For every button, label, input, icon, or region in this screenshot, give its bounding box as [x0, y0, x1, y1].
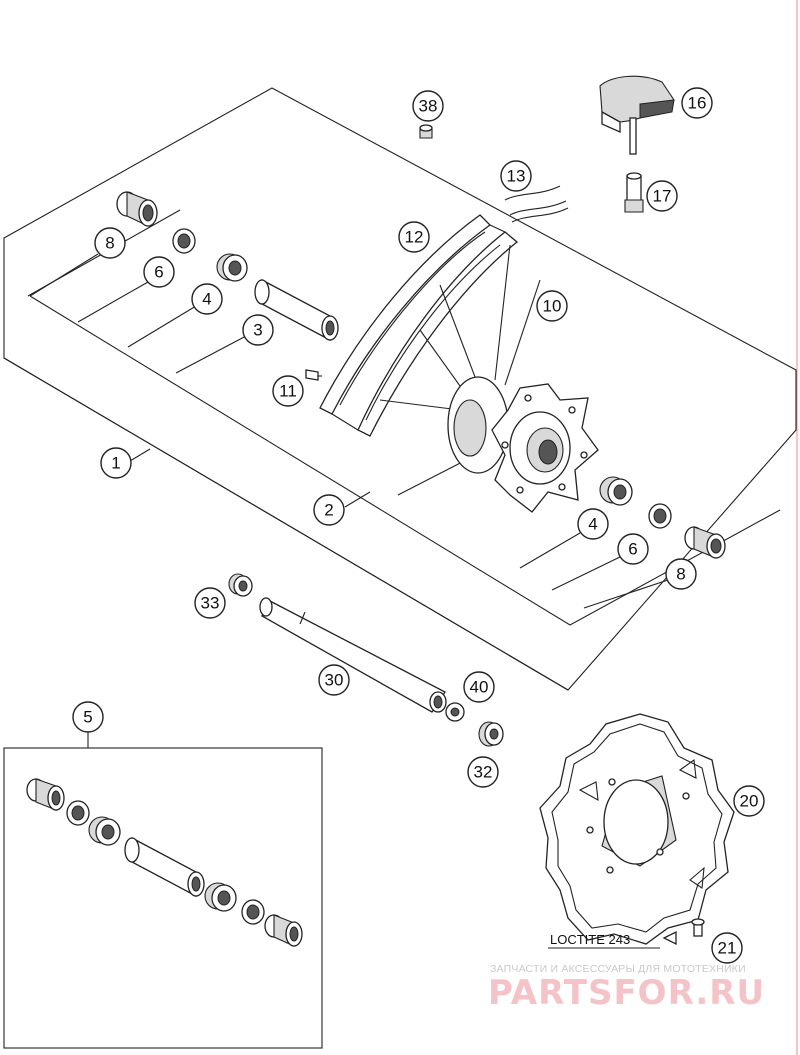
callout-38: 38 [412, 90, 444, 122]
callout-8-right: 8 [665, 558, 697, 590]
callout-4-left: 4 [191, 283, 223, 315]
callout-13: 13 [500, 160, 532, 192]
rim-lock-nut-part [624, 172, 644, 213]
callout-30-label: 30 [325, 671, 344, 690]
callout-13-label: 13 [507, 167, 526, 186]
callout-38-label: 38 [419, 97, 438, 116]
callout-3-label: 3 [253, 321, 262, 340]
callout-20: 20 [733, 785, 765, 817]
axle-nut-part [445, 702, 465, 722]
callout-40-label: 40 [470, 678, 489, 697]
callout-30: 30 [318, 664, 350, 696]
callout-12-label: 12 [405, 228, 424, 247]
valve-cap-part [419, 124, 433, 139]
watermark-tagline: ЗАПЧАСТИ И АКСЕССУАРЫ ДЛЯ МОТОТЕХНИКИ [490, 963, 746, 975]
spoke-nipple-part [305, 369, 322, 381]
spacer-bushing-right-part [684, 526, 726, 559]
wheel-bearing-part [216, 253, 248, 282]
callout-21-label: 21 [718, 939, 737, 958]
callout-16: 16 [681, 87, 713, 119]
spacer-bushing-part [116, 191, 158, 227]
callout-3: 3 [242, 314, 274, 346]
callout-10-label: 10 [543, 297, 562, 316]
callout-8-right-label: 8 [676, 565, 685, 584]
shaft-seal-right-part [648, 503, 672, 529]
callout-6-left: 6 [143, 256, 175, 288]
callout-8-left: 8 [94, 227, 126, 259]
callout-10: 10 [536, 290, 568, 322]
distance-tube-part [254, 278, 339, 342]
callout-32: 32 [467, 756, 499, 788]
kit-tube-part [124, 836, 205, 898]
wheel-spindle-part [259, 597, 447, 713]
callout-6-right: 6 [617, 533, 649, 565]
callout-32-label: 32 [474, 763, 493, 782]
brake-disc-part [539, 713, 735, 945]
callout-11-label: 11 [279, 382, 297, 401]
bearing-kit-box [3, 747, 323, 1049]
callout-33-label: 33 [201, 594, 220, 613]
kit-bearing-part [88, 816, 121, 846]
watermark-brand: PARTSFOR.RU [488, 973, 765, 1013]
kit-seal-2-part [241, 899, 265, 925]
axle-screw-part [478, 721, 504, 747]
callout-5: 5 [72, 701, 104, 733]
callout-20-label: 20 [740, 792, 759, 811]
callout-21: 21 [711, 932, 743, 964]
callout-16-label: 16 [688, 94, 707, 113]
callout-4-left-label: 4 [202, 290, 211, 309]
kit-bushing-part [26, 778, 65, 811]
callout-40: 40 [463, 671, 495, 703]
axle-spacer-part [228, 573, 253, 597]
disc-screw-part [662, 918, 705, 946]
callout-17: 17 [646, 180, 678, 212]
callout-1: 1 [100, 447, 132, 479]
loctite-label: LOCTITE 243 [550, 932, 630, 947]
spokes-part [379, 244, 541, 411]
callout-4-right-label: 4 [588, 515, 597, 534]
callout-4-right: 4 [577, 508, 609, 540]
callout-11: 11 [272, 375, 304, 407]
kit-seal-part [66, 800, 90, 826]
rim-part [319, 214, 519, 437]
callout-1-label: 1 [111, 454, 120, 473]
callout-8-left-label: 8 [105, 234, 114, 253]
shaft-seal-part [172, 228, 196, 254]
frame-line [3, 357, 569, 691]
kit-bushing-2-part [264, 914, 303, 947]
hub-part [447, 376, 599, 513]
callout-2-label: 2 [324, 501, 333, 520]
callout-6-left-label: 6 [154, 263, 163, 282]
rim-tape-part [504, 185, 569, 223]
rim-lock-part [599, 75, 675, 155]
callout-2: 2 [313, 494, 345, 526]
wheel-bearing-right-part [599, 476, 633, 506]
callout-5-label: 5 [83, 708, 92, 727]
callout-12: 12 [398, 221, 430, 253]
wheel-assembly-frame [3, 87, 797, 691]
callout-17-label: 17 [653, 187, 672, 206]
callout-6-right-label: 6 [628, 540, 637, 559]
kit-bearing-2-part [204, 882, 237, 912]
callout-33: 33 [194, 587, 226, 619]
